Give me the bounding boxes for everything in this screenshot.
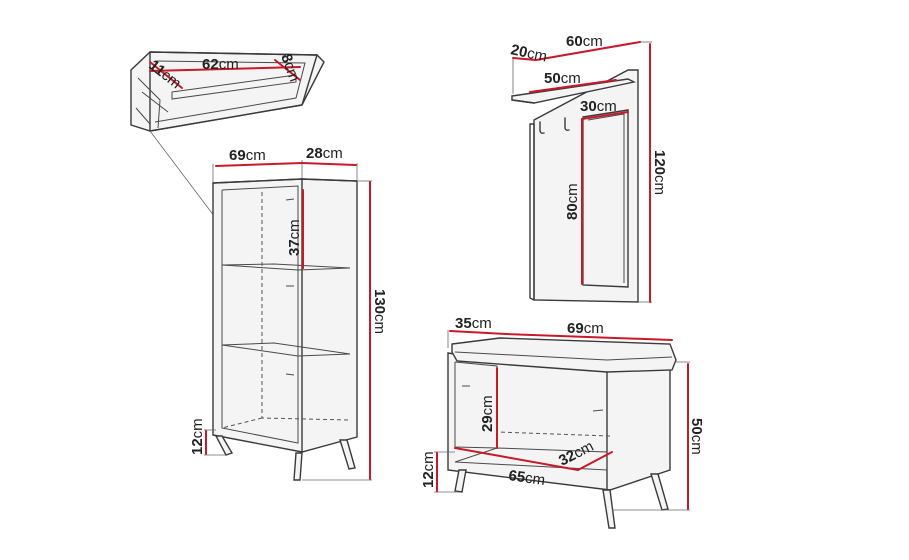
cabinet-shelf-lower — [221, 342, 351, 357]
panel-height-label: 120cm — [651, 150, 668, 195]
mirror-height-label: 80cm — [564, 183, 581, 220]
bench-height-label: 50cm — [688, 418, 705, 455]
cabinet-hidden-edges — [221, 192, 351, 429]
cabinet-width-dimension-line — [215, 162, 303, 167]
wall-panel-side — [529, 123, 535, 301]
bench-leg-back — [650, 473, 669, 511]
wall-panel-drawing — [511, 69, 639, 303]
shelf-depth-dimension-line — [149, 61, 183, 89]
cabinet-leg-back — [339, 439, 356, 470]
shelf-height-dimension-line — [274, 59, 301, 81]
bench-leg-front-right — [602, 489, 616, 529]
cabinet-shelf-height-label: 37cm — [286, 219, 303, 256]
mirror-inner-edge — [587, 113, 625, 283]
cabinet-depth-dimension-line — [301, 162, 357, 166]
cabinet-front-frame — [221, 185, 299, 444]
bench-cushion — [451, 337, 677, 373]
cabinet-leg-front-left — [214, 435, 234, 456]
bench-leg-front-left — [454, 469, 467, 493]
bench-handle-right — [592, 409, 604, 412]
cabinet-drawing — [212, 178, 358, 481]
mirror — [582, 109, 629, 288]
shelf-height-label: 8cm — [277, 52, 303, 84]
panel-width-dimension-line — [535, 41, 641, 61]
hook-right — [564, 117, 570, 131]
cabinet-leg-height-label: 12cm — [189, 418, 206, 455]
bench-width-label: 69cm — [567, 320, 604, 337]
panel-depth-label: 20cm — [509, 41, 548, 65]
cabinet-depth-label: 28cm — [306, 145, 343, 162]
wall-shelf-front — [149, 51, 318, 132]
bench-depth-label: 35cm — [455, 315, 492, 332]
bench-drawing — [447, 337, 677, 529]
cabinet-height-label: 130cm — [371, 289, 388, 334]
bench-inner-depth-dimension-line — [577, 451, 613, 471]
cabinet-leg-front-right — [293, 452, 303, 481]
cabinet-shelf-upper — [221, 263, 351, 271]
bench-inner-width-dimension-line — [454, 447, 579, 471]
bench-inner-width-label: 65cm — [507, 467, 546, 489]
bench-bottom-shelf — [454, 447, 608, 471]
mirror-width-label: 30cm — [580, 98, 617, 115]
hat-shelf-width-dimension-line — [529, 79, 617, 93]
cabinet-hinge-top — [285, 198, 295, 201]
bench-depth-dimension-line — [449, 330, 507, 335]
wall-shelf-rail — [171, 74, 297, 100]
wall-shelf-drawing — [130, 51, 325, 132]
cabinet-hinge-bottom — [285, 373, 295, 376]
bench-leg-height-label: 12cm — [420, 451, 437, 488]
cabinet-body — [212, 178, 358, 453]
wall-shelf-bracket — [135, 77, 169, 129]
hat-shelf-width-label: 50cm — [544, 70, 581, 87]
panel-depth-dimension-line — [512, 57, 537, 61]
shelf-width-label: 62cm — [202, 56, 239, 73]
hat-shelf-front-edge — [511, 99, 535, 104]
cabinet-width-label: 69cm — [229, 147, 266, 164]
hook-left — [539, 121, 545, 134]
panel-width-label: 60cm — [566, 33, 603, 50]
bench-cushion-seam — [454, 351, 673, 361]
bench-width-dimension-line — [505, 333, 673, 341]
bench-inner-height-label: 29cm — [479, 395, 496, 432]
mirror-width-dimension-line — [581, 111, 629, 120]
shelf-width-dimension-line — [149, 66, 301, 72]
